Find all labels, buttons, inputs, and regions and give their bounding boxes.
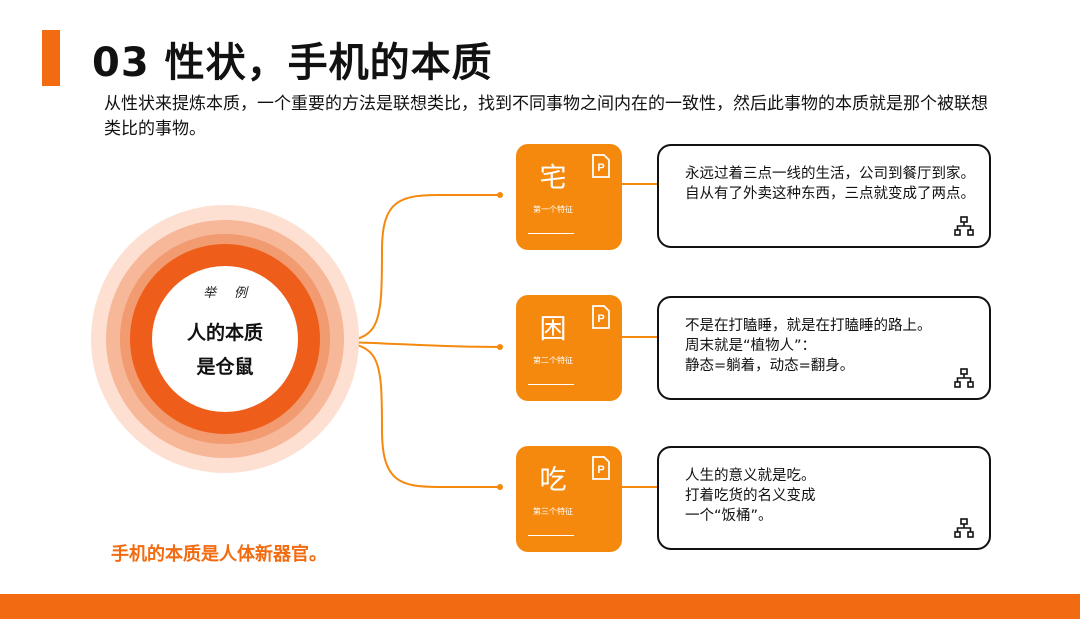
slide-subtitle: 从性状来提炼本质，一个重要的方法是联想类比，找到不同事物之间内在的一致性，然后此… bbox=[104, 94, 988, 139]
description-card-1: 永远过着三点一线的生活，公司到餐厅到家。自从有了外卖这种东西，三点就变成了两点。 bbox=[657, 144, 991, 248]
center-example-label: 举例 bbox=[202, 286, 265, 301]
feature-2-char: 困 bbox=[539, 314, 567, 345]
hierarchy-icon bbox=[954, 518, 974, 538]
footer-bar bbox=[0, 594, 1080, 619]
center-text-line-2: 是仓鼠 bbox=[196, 356, 254, 378]
conclusion-text: 手机的本质是人体新器官。 bbox=[111, 544, 327, 565]
feature-2-subtitle: 第二个特征 bbox=[533, 356, 573, 365]
document-p-icon: P bbox=[592, 305, 610, 329]
feature-box-3: 吃 第三个特征 P bbox=[516, 446, 622, 552]
card-1-text: 永远过着三点一线的生活，公司到餐厅到家。自从有了外卖这种东西，三点就变成了两点。 bbox=[685, 166, 975, 202]
card-2-text: 不是在打瞌睡，就是在打瞌睡的路上。 周末就是“植物人”： 静态=躺着，动态=翻身… bbox=[685, 318, 932, 374]
feature-3-char: 吃 bbox=[539, 465, 567, 496]
center-ring-inner bbox=[152, 266, 298, 412]
svg-text:P: P bbox=[597, 162, 604, 174]
feature-2-underline bbox=[528, 384, 574, 385]
feature-3-subtitle: 第三个特征 bbox=[533, 507, 573, 516]
slide-title: 03 性状，手机的本质 bbox=[92, 40, 493, 86]
feature-box-1: 宅 第一个特征 P bbox=[516, 144, 622, 250]
feature-3-underline bbox=[528, 535, 574, 536]
document-p-icon: P bbox=[592, 154, 610, 178]
hierarchy-icon bbox=[954, 368, 974, 388]
connector-to-feature-1 bbox=[324, 194, 500, 343]
description-card-2: 不是在打瞌睡，就是在打瞌睡的路上。 周末就是“植物人”： 静态=躺着，动态=翻身… bbox=[657, 296, 991, 400]
feature-1-char: 宅 bbox=[539, 163, 567, 194]
center-text-line-1: 人的本质 bbox=[186, 322, 263, 344]
feature-1-underline bbox=[528, 233, 574, 234]
document-p-icon: P bbox=[592, 456, 610, 480]
feature-box-2: 困 第二个特征 P bbox=[516, 295, 622, 401]
connector-to-feature-3 bbox=[324, 341, 500, 488]
card-3-text: 人生的意义就是吃。 打着吃货的名义变成 一个“饭桶”。 bbox=[685, 468, 816, 524]
title-accent-bar bbox=[42, 30, 60, 86]
svg-text:P: P bbox=[597, 464, 604, 476]
feature-1-subtitle: 第一个特征 bbox=[533, 205, 573, 214]
hierarchy-icon bbox=[954, 216, 974, 236]
description-card-3: 人生的意义就是吃。 打着吃货的名义变成 一个“饭桶”。 bbox=[657, 446, 991, 550]
svg-text:P: P bbox=[597, 313, 604, 325]
